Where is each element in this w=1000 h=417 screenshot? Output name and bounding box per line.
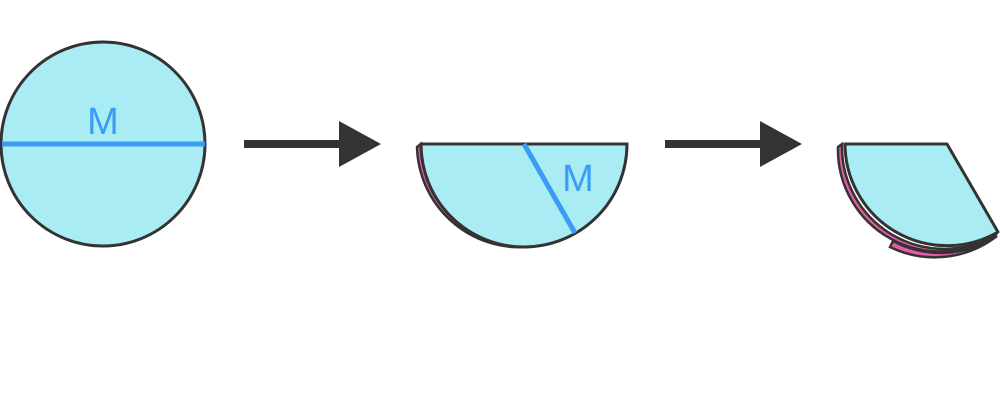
folded-sector [836, 141, 1000, 259]
half-paper [419, 142, 629, 249]
full-circle: M [0, 40, 207, 248]
arrow-right-icon [244, 121, 381, 167]
label-m: M [87, 101, 119, 143]
label-m: M [562, 158, 594, 200]
fold-line [521, 142, 578, 235]
sector-paper [843, 142, 1000, 248]
folded-half: M [415, 141, 629, 249]
arrow-right-icon [665, 121, 802, 167]
